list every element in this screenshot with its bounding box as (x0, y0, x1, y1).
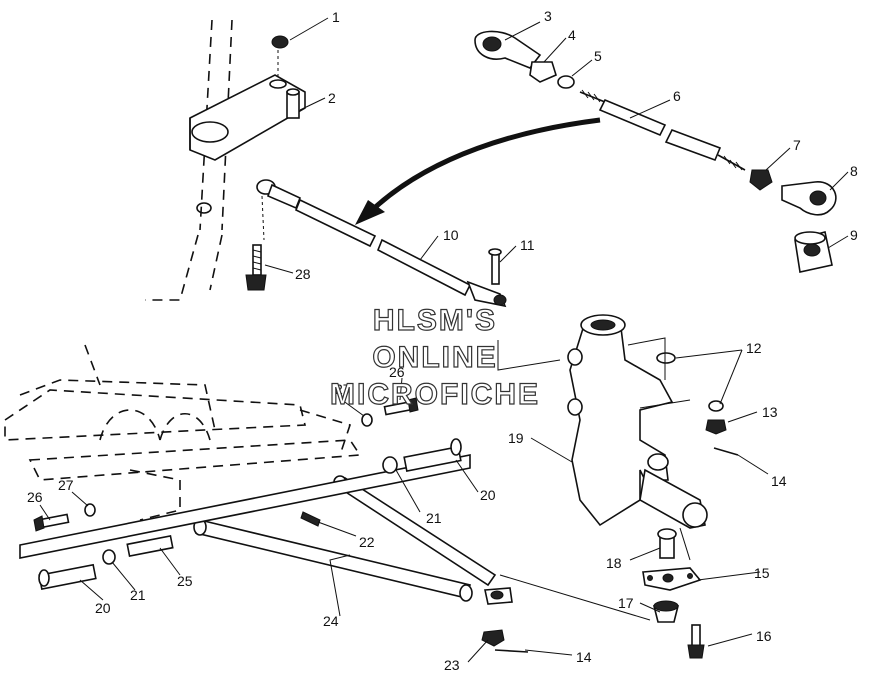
washer-27b (361, 413, 373, 427)
steering-arm (189, 74, 306, 161)
bolt-16 (687, 624, 705, 659)
callout-26a: 26 (27, 489, 43, 505)
callout-14a: 14 (771, 473, 787, 489)
washer-12b (708, 400, 724, 412)
bolt-11 (488, 248, 502, 285)
callout-14b: 14 (576, 649, 592, 665)
bushing-20a (38, 563, 97, 590)
callout-3: 3 (544, 8, 552, 24)
callout-27b: 27 (335, 381, 351, 397)
callout-2: 2 (328, 90, 336, 106)
callout-5: 5 (594, 48, 602, 64)
callout-24: 24 (323, 613, 339, 629)
nut-1 (271, 35, 289, 78)
callout-12: 12 (746, 340, 762, 356)
ball-joint-18 (657, 528, 677, 559)
watermark-line-3: MICROFICHE (330, 378, 540, 411)
callout-19: 19 (508, 430, 524, 446)
callout-4: 4 (568, 27, 576, 43)
cotter-pin-14b (494, 649, 529, 653)
callout-1: 1 (332, 9, 340, 25)
watermark-line-2: ONLINE (372, 341, 497, 374)
callout-15: 15 (754, 565, 770, 581)
callout-23: 23 (444, 657, 460, 673)
callout-6: 6 (673, 88, 681, 104)
nut-23 (481, 629, 505, 647)
plate-15 (642, 567, 702, 591)
callout-11: 11 (520, 237, 535, 253)
steering-post (145, 19, 233, 301)
callout-28: 28 (295, 266, 311, 282)
callout-25: 25 (177, 573, 193, 589)
callout-13: 13 (762, 404, 778, 420)
cotter-pin-14a (713, 447, 739, 456)
callout-20b: 20 (480, 487, 496, 503)
leader-lines (39, 17, 849, 663)
spindle-19 (567, 314, 708, 529)
callout-16: 16 (756, 628, 772, 644)
a-arm-24 (193, 475, 513, 605)
washer-27a (84, 503, 96, 517)
bolt-26a (33, 513, 70, 532)
washer-21a (102, 549, 116, 565)
callout-10: 10 (443, 227, 459, 243)
jam-nut-7 (749, 169, 773, 191)
callout-27a: 27 (58, 477, 74, 493)
callout-21a: 21 (130, 587, 146, 603)
callout-21b: 21 (426, 510, 442, 526)
bolt-28 (245, 244, 267, 291)
callout-7: 7 (793, 137, 801, 153)
callout-17: 17 (618, 595, 634, 611)
curved-arrow (355, 117, 601, 225)
callout-9: 9 (850, 227, 858, 243)
callout-labels: 1 2 3 4 5 6 7 8 9 10 11 12 13 14 14 15 1… (27, 8, 858, 673)
jam-nut-4 (529, 61, 557, 83)
grease-fitting-22 (300, 511, 321, 527)
nut-13 (705, 419, 727, 435)
washer-21b (382, 456, 398, 474)
cross-tube-25 (19, 454, 471, 559)
callout-22: 22 (359, 534, 375, 550)
bushing-20b (403, 438, 462, 472)
frame-dashed (4, 344, 362, 521)
watermark: HLSM'S ONLINE MICROFICHE (329, 303, 540, 411)
bolt-26b (383, 397, 419, 416)
boot-17 (652, 600, 680, 623)
callout-18: 18 (606, 555, 622, 571)
jam-nut-5 (557, 75, 575, 89)
callout-20a: 20 (95, 600, 111, 616)
tie-rod-end-8 (781, 181, 837, 216)
washer-12a (656, 352, 676, 364)
callout-26b: 26 (389, 364, 405, 380)
callout-8: 8 (850, 163, 858, 179)
tie-rod-end-3 (474, 30, 542, 69)
tie-rod-6 (579, 89, 746, 171)
tie-rod-10 (256, 179, 507, 308)
boot-9 (794, 231, 833, 273)
watermark-line-1: HLSM'S (373, 304, 497, 337)
